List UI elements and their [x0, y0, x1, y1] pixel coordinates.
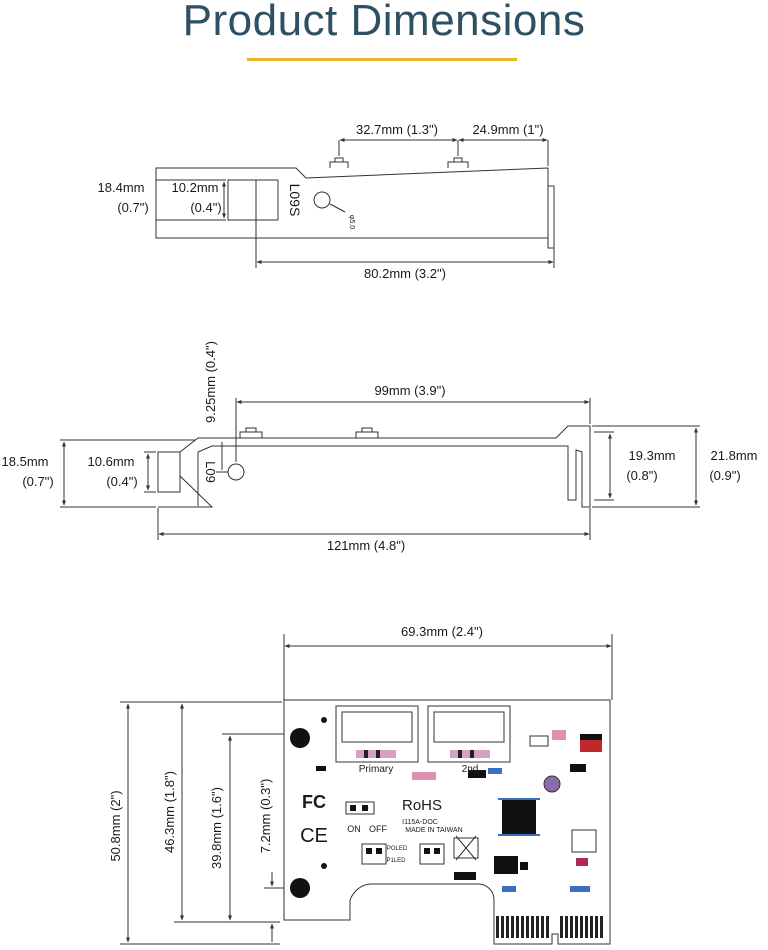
low-profile-bracket-outline — [155, 167, 549, 239]
low-profile-bracket — [155, 138, 555, 268]
full-profile-hole — [227, 463, 245, 481]
fp-dim-span: 99mm (3.9") — [374, 383, 445, 398]
lp-dim-inner-h-1: 10.2mm — [172, 180, 219, 195]
title-underline — [247, 58, 517, 61]
page-title: Product Dimensions — [182, 0, 586, 45]
switch-off-label: OFF — [369, 824, 387, 834]
lp-dim-end-span: 24.9mm (1") — [472, 122, 543, 137]
fp-dim-right-outer-2: (0.9") — [709, 468, 740, 483]
fp-dim-inner-h-1: 10.6mm — [88, 454, 135, 469]
port-primary-label: Primary — [359, 764, 393, 775]
fp-dim-right-outer-1: 21.8mm — [711, 448, 758, 463]
card-dim-height-2: 46.3mm (1.8") — [162, 771, 177, 853]
lp-dim-inner-h-2: (0.4") — [190, 200, 221, 215]
card-dim-height-3: 39.8mm (1.6") — [209, 787, 224, 869]
lp-stamp: L09S — [287, 184, 303, 217]
low-profile-tab — [227, 179, 257, 221]
lp-dim-hole-span: 32.7mm (1.3") — [356, 122, 438, 137]
fp-dim-right-inner-1: 19.3mm — [629, 448, 676, 463]
pcb-board — [283, 699, 611, 945]
pled-label: P1LED — [386, 858, 406, 864]
full-profile-bracket — [60, 398, 700, 540]
made-in-label: MADE IN TAIWAN — [405, 827, 462, 834]
fp-dim-length: 121mm (4.8") — [327, 538, 405, 553]
lp-hole-label: φ5.0 — [348, 215, 355, 229]
lp-dim-outer-h-2: (0.7") — [117, 200, 148, 215]
model-label: I115A-DOC — [402, 819, 438, 826]
fp-dim-inner-h-2: (0.4") — [106, 474, 137, 489]
card-dim-height-1: 50.8mm (2") — [108, 790, 123, 861]
controller-chip — [502, 800, 536, 834]
card-dim-height-4: 7.2mm (0.3") — [258, 779, 273, 854]
lp-dim-outer-h-1: 18.4mm — [98, 180, 145, 195]
fp-stamp: L09 — [203, 461, 218, 483]
mount-hole-bottom — [290, 878, 310, 898]
fp-dim-outer-h-1: 18.5mm — [2, 454, 49, 469]
switch-on-label: ON — [347, 824, 361, 834]
low-profile-hole — [313, 191, 331, 209]
fp-dim-right-inner-2: (0.8") — [626, 468, 657, 483]
fp-dim-top-offset: 9.25mm (0.4") — [203, 341, 218, 423]
mount-hole-top — [290, 728, 310, 748]
card-dim-width: 69.3mm (2.4") — [401, 624, 483, 639]
fp-dim-outer-h-2: (0.7") — [22, 474, 53, 489]
full-profile-tab — [157, 451, 181, 493]
ce-mark: CE — [300, 825, 328, 847]
fc-mark: FC — [302, 792, 326, 812]
rohs-label: RoHS — [402, 797, 442, 814]
port-2nd-label: 2nd — [462, 764, 479, 775]
lp-dim-length: 80.2mm (3.2") — [364, 266, 446, 281]
edge-connector-contacts — [496, 916, 603, 938]
poled-label: POLED — [387, 846, 408, 852]
